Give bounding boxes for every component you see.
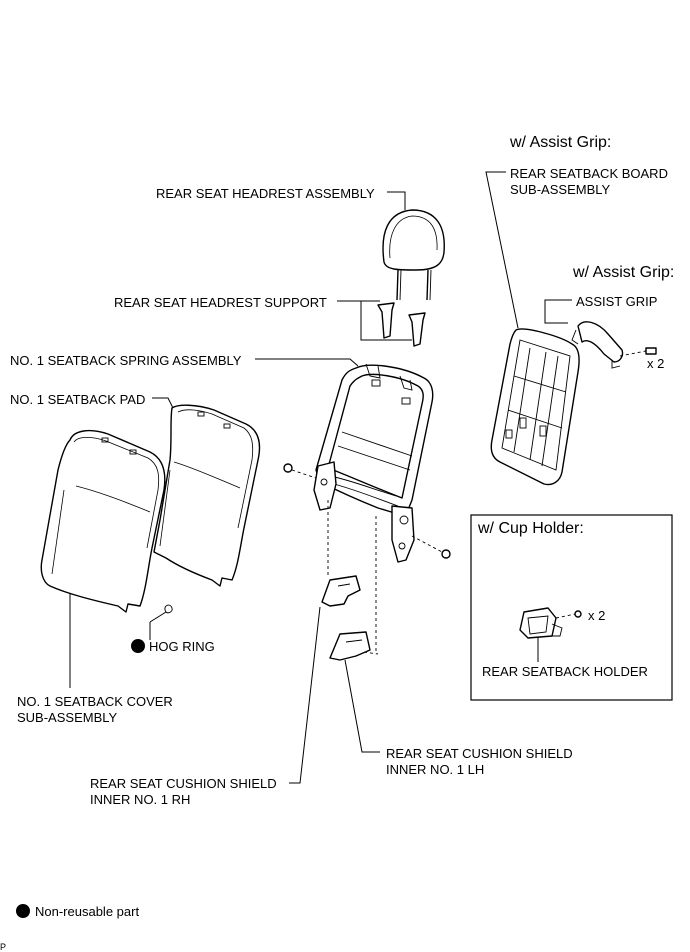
leader-seatback-pad: [152, 397, 175, 411]
label-board-line2: SUB-ASSEMBLY: [510, 182, 611, 197]
leader-assist-grip: [544, 299, 572, 324]
hog-ring-non-reusable-mark: [131, 639, 145, 653]
rear-seat-cushion-shield-inner-no1-lh: [329, 631, 371, 661]
rear-seatback-board-sub-assembly: [490, 328, 580, 486]
leader-headrest-assembly: [387, 191, 406, 210]
header-assist-grip: w/ Assist Grip:: [572, 264, 674, 281]
rear-seat-cushion-shield-inner-no1-rh: [321, 575, 361, 607]
bolt-left: [283, 463, 317, 479]
hog-ring: [164, 604, 173, 614]
label-seatback-pad: NO. 1 SEATBACK PAD: [10, 392, 145, 407]
legend-non-reusable-mark: [16, 904, 30, 918]
label-cover-line2: SUB-ASSEMBLY: [17, 710, 118, 725]
holder-screw: [555, 610, 582, 619]
rear-seat-headrest-assembly: [382, 209, 445, 301]
leader-hog-ring-b: [149, 611, 167, 623]
headrest-stay-right: [426, 269, 429, 301]
no1-seatback-cover-sub-assembly: [40, 429, 166, 613]
label-shield-lh-line2: INNER NO. 1 LH: [386, 762, 484, 777]
cup-holder-inset-box: [470, 514, 673, 701]
label-rear-seatback-holder: REAR SEATBACK HOLDER: [482, 664, 648, 679]
assist-grip-screw: [619, 347, 657, 357]
label-headrest-support: REAR SEAT HEADREST SUPPORT: [114, 295, 327, 310]
headrest-stay-left: [396, 269, 399, 301]
no1-seatback-spring-assembly: [313, 363, 434, 563]
bolt-right: [411, 535, 451, 559]
rear-seat-headrest-support: [377, 302, 426, 347]
assist-grip: [571, 321, 624, 369]
label-headrest-assembly: REAR SEAT HEADREST ASSEMBLY: [156, 186, 375, 201]
header-cup-holder: w/ Cup Holder:: [477, 520, 584, 537]
legend-non-reusable-text: Non-reusable part: [35, 904, 139, 919]
leader-spring-assembly: [255, 358, 359, 367]
label-x2-grip: x 2: [647, 356, 664, 371]
label-board-line1: REAR SEATBACK BOARD: [510, 166, 668, 181]
no1-seatback-pad: [153, 404, 261, 587]
rear-seatback-holder: [519, 607, 563, 639]
leader-shield-rh: [289, 606, 321, 784]
illustration-code: P: [0, 942, 6, 952]
label-assist-grip: ASSIST GRIP: [576, 294, 657, 309]
label-shield-lh-line1: REAR SEAT CUSHION SHIELD: [386, 746, 573, 761]
header-assist-grip-board: w/ Assist Grip:: [509, 134, 611, 151]
label-shield-rh-line1: REAR SEAT CUSHION SHIELD: [90, 776, 277, 791]
label-hog-ring: HOG RING: [149, 639, 215, 654]
leader-shield-lh: [344, 659, 380, 753]
alignment-line-lh-end: [363, 651, 379, 655]
label-x2-holder: x 2: [588, 608, 605, 623]
leader-headrest-support: [337, 300, 412, 341]
leader-board: [485, 171, 519, 329]
label-spring-assembly: NO. 1 SEATBACK SPRING ASSEMBLY: [10, 353, 242, 368]
label-cover-line1: NO. 1 SEATBACK COVER: [17, 694, 173, 709]
label-shield-rh-line2: INNER NO. 1 RH: [90, 792, 190, 807]
